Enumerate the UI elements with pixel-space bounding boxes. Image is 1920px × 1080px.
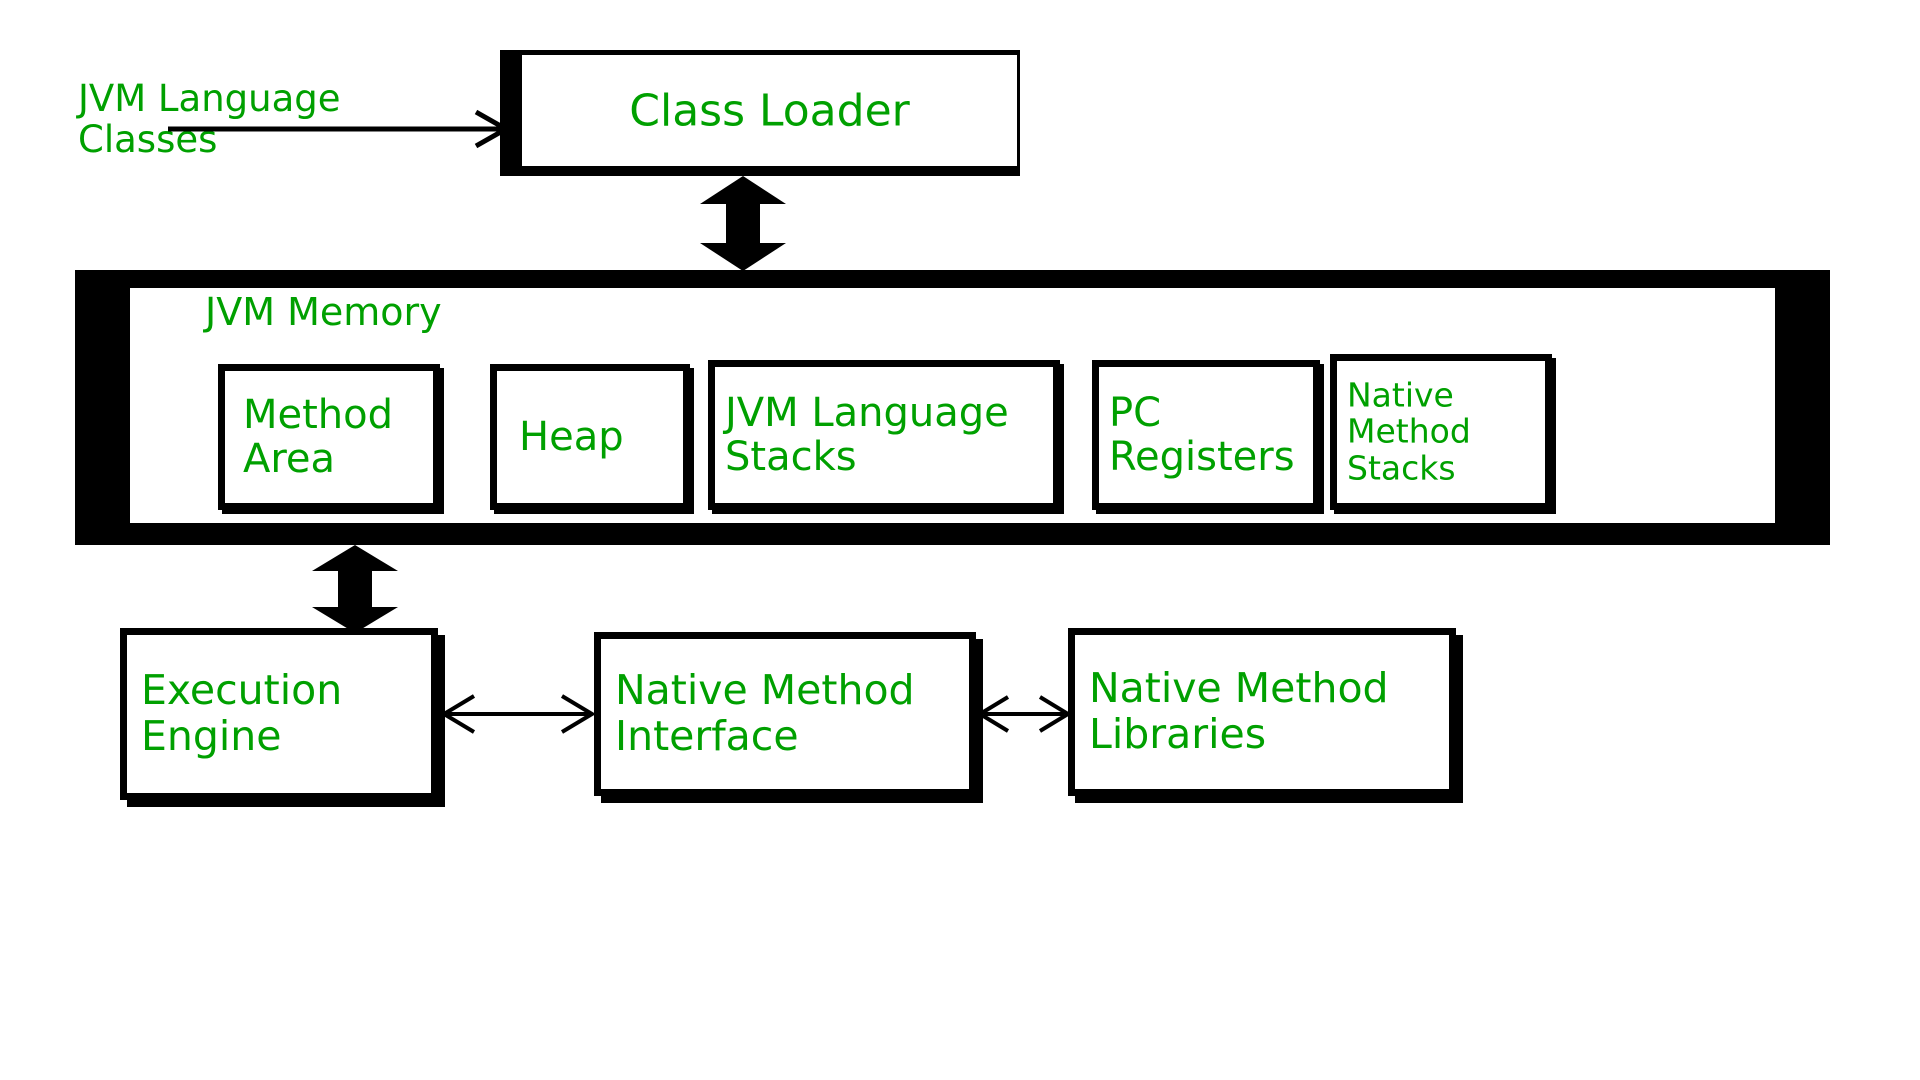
memory-area-pc-registers-label: PC Registers xyxy=(1109,390,1295,480)
arrow-execution-engine-to-native-interface-icon xyxy=(440,690,596,738)
native-method-libraries-box[interactable]: Native Method Libraries xyxy=(1068,628,1456,796)
memory-area-pc-registers[interactable]: PC Registers xyxy=(1092,360,1320,510)
execution-engine-label: Execution Engine xyxy=(141,666,343,760)
arrow-source-to-class-loader-icon xyxy=(168,108,512,150)
jvm-language-classes-label: JVM Language Classes xyxy=(78,77,341,162)
memory-area-native-method-stacks[interactable]: Native Method Stacks xyxy=(1330,354,1552,510)
memory-area-heap-label: Heap xyxy=(519,414,624,460)
memory-area-method-area-label: Method Area xyxy=(243,392,394,482)
execution-engine-box[interactable]: Execution Engine xyxy=(120,628,438,800)
native-method-interface-label: Native Method Interface xyxy=(615,666,915,760)
block-arrow-memory-to-execution-engine-icon xyxy=(312,545,398,633)
class-loader-box[interactable]: Class Loader xyxy=(500,50,1020,176)
memory-area-jvm-language-stacks-label: JVM Language Stacks xyxy=(725,390,1009,480)
jvm-memory-container: JVM Memory Method Area Heap JVM Language… xyxy=(75,270,1830,545)
native-method-libraries-label: Native Method Libraries xyxy=(1089,664,1389,758)
native-method-interface-box[interactable]: Native Method Interface xyxy=(594,632,976,796)
block-arrow-class-loader-to-memory-icon xyxy=(700,176,786,271)
jvm-memory-title: JVM Memory xyxy=(205,290,442,334)
memory-area-native-method-stacks-label: Native Method Stacks xyxy=(1347,375,1471,488)
class-loader-label: Class Loader xyxy=(629,85,910,136)
memory-area-method-area[interactable]: Method Area xyxy=(218,364,440,510)
memory-area-heap[interactable]: Heap xyxy=(490,364,690,510)
memory-area-jvm-language-stacks[interactable]: JVM Language Stacks xyxy=(708,360,1060,510)
arrow-native-interface-to-native-libraries-icon xyxy=(976,690,1072,738)
